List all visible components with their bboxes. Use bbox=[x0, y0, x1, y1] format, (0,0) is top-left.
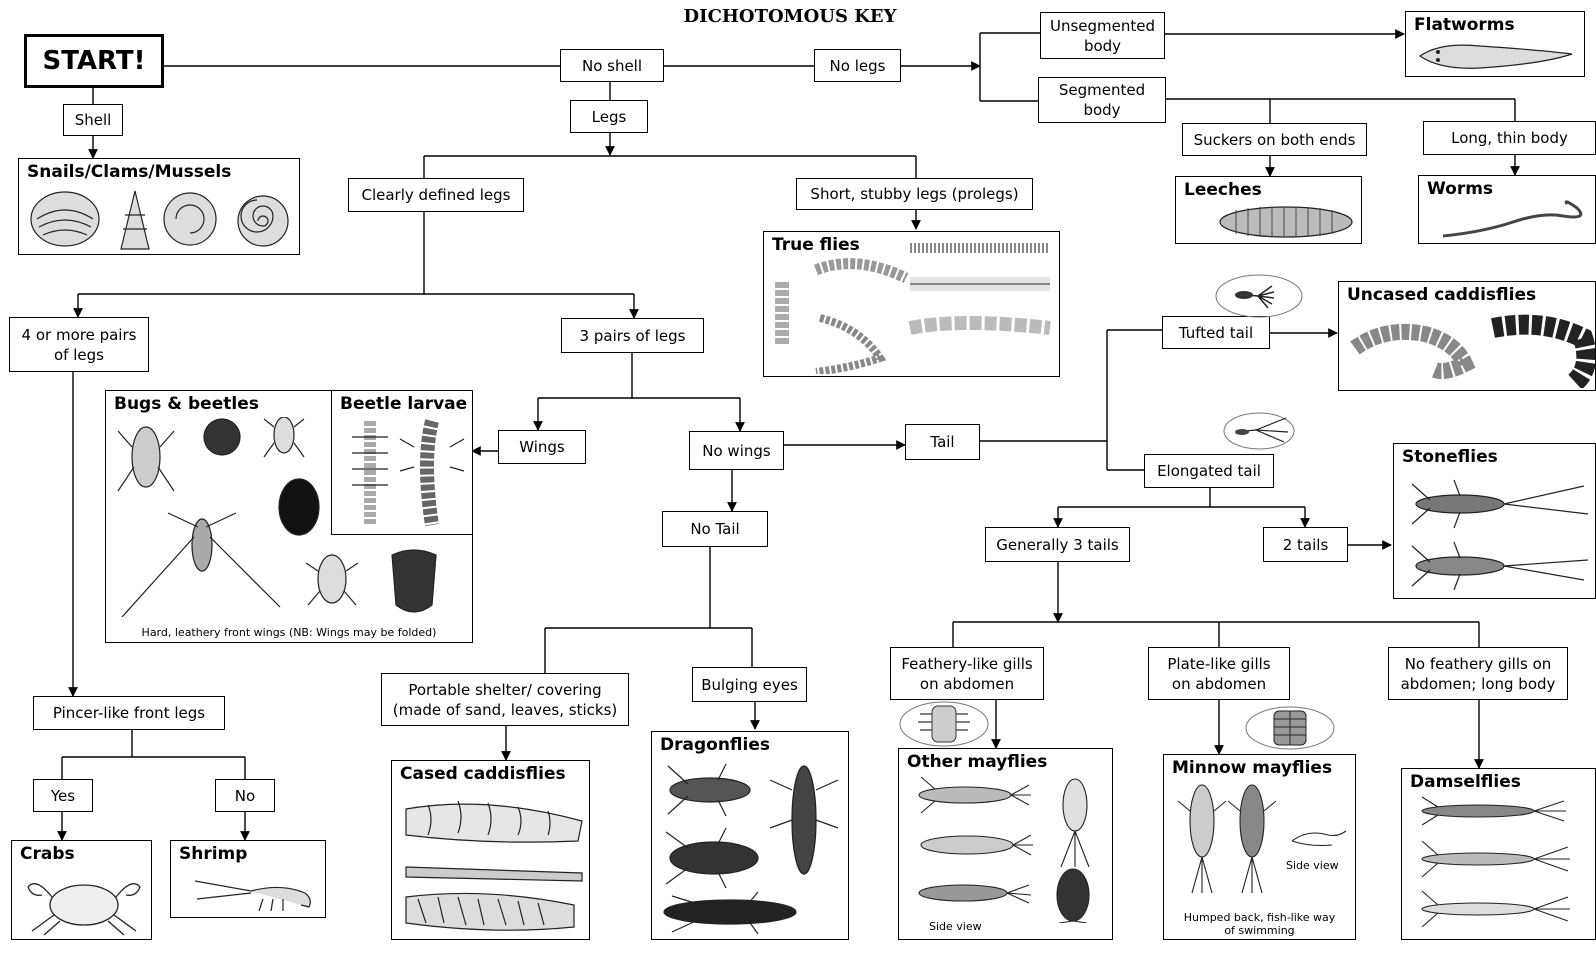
node-segmented-body: Segmented body bbox=[1038, 77, 1166, 123]
node-three-pairs-legs: 3 pairs of legs bbox=[561, 318, 704, 353]
node-bulging-eyes: Bulging eyes bbox=[692, 667, 807, 702]
beetle-icon bbox=[302, 541, 462, 621]
mayfly-nymph-icon bbox=[905, 775, 1111, 923]
group-true-flies: True flies bbox=[763, 231, 1060, 377]
group-uncased-caddisflies: Uncased caddisflies bbox=[1338, 281, 1596, 391]
group-title: Beetle larvae bbox=[340, 394, 467, 414]
node-prolegs: Short, stubby legs (prolegs) bbox=[796, 178, 1033, 210]
feathery-gills-icon bbox=[898, 700, 990, 748]
node-suckers-both-ends: Suckers on both ends bbox=[1182, 123, 1367, 156]
minnow-mayflies-note: Humped back, fish-like way of swimming bbox=[1164, 911, 1355, 937]
group-title: Bugs & beetles bbox=[114, 394, 259, 414]
plate-gills-icon bbox=[1244, 705, 1336, 751]
group-leeches: Leeches bbox=[1175, 176, 1362, 244]
dragonfly-nymph-icon bbox=[658, 760, 848, 938]
node-legs: Legs bbox=[570, 100, 648, 133]
group-shrimp: Shrimp bbox=[170, 840, 326, 918]
caddis-case-icon bbox=[398, 789, 588, 937]
snail-icon bbox=[25, 185, 295, 251]
group-minnow-mayflies: Minnow mayflies Side view Humped back, f… bbox=[1163, 754, 1356, 940]
group-damselflies: Damselflies bbox=[1401, 768, 1596, 940]
group-cased-caddisflies: Cased caddisflies bbox=[391, 760, 590, 940]
group-title: Uncased caddisflies bbox=[1347, 285, 1536, 305]
group-title: Crabs bbox=[20, 844, 75, 864]
node-clearly-defined-legs: Clearly defined legs bbox=[348, 178, 524, 212]
damselfly-nymph-icon bbox=[1408, 795, 1596, 937]
worm-icon bbox=[1439, 196, 1595, 242]
node-no: No bbox=[215, 779, 275, 812]
crab-icon bbox=[22, 871, 148, 937]
fly-larva-icon bbox=[770, 242, 1058, 374]
other-mayflies-side-view: Side view bbox=[929, 920, 982, 933]
node-long-thin-body: Long, thin body bbox=[1423, 121, 1596, 155]
group-crabs: Crabs bbox=[11, 840, 152, 940]
group-snails-clams-mussels: Snails/Clams/Mussels bbox=[18, 158, 300, 255]
minnow-mayflies-side-view: Side view bbox=[1286, 859, 1339, 872]
tufted-tail-icon bbox=[1214, 272, 1304, 320]
node-four-pairs-legs: 4 or more pairs of legs bbox=[9, 317, 149, 372]
group-beetle-larvae: Beetle larvae bbox=[331, 390, 473, 535]
group-other-mayflies: Other mayflies Side view bbox=[898, 748, 1113, 940]
group-title: Dragonflies bbox=[660, 735, 770, 755]
node-tail: Tail bbox=[905, 424, 980, 460]
group-flatworms: Flatworms bbox=[1405, 11, 1585, 77]
group-title: Shrimp bbox=[179, 844, 247, 864]
water-bug-icon bbox=[114, 417, 334, 617]
diagram-title: DICHOTOMOUS KEY bbox=[640, 6, 940, 27]
node-no-legs: No legs bbox=[814, 49, 901, 82]
node-yes: Yes bbox=[33, 779, 93, 812]
node-feathery-gills: Feathery-like gills on abdomen bbox=[890, 647, 1044, 700]
node-shell: Shell bbox=[63, 104, 123, 136]
node-wings: Wings bbox=[498, 430, 586, 464]
bugs-note: Hard, leathery front wings (NB: Wings ma… bbox=[106, 626, 472, 639]
group-title: Minnow mayflies bbox=[1172, 758, 1332, 778]
node-no-tail: No Tail bbox=[662, 511, 768, 547]
node-generally-3-tails: Generally 3 tails bbox=[985, 527, 1130, 562]
start-node: START! bbox=[24, 34, 164, 88]
node-plate-gills: Plate-like gills on abdomen bbox=[1148, 647, 1290, 700]
caddisfly-larva-icon bbox=[1345, 308, 1595, 388]
group-title: Damselflies bbox=[1410, 772, 1521, 792]
group-title: Snails/Clams/Mussels bbox=[27, 162, 231, 182]
node-no-shell: No shell bbox=[560, 49, 664, 82]
group-title: Other mayflies bbox=[907, 752, 1047, 772]
elongated-tail-icon bbox=[1222, 410, 1296, 452]
shrimp-icon bbox=[191, 869, 321, 915]
node-pincer-front-legs: Pincer-like front legs bbox=[33, 696, 225, 730]
group-worms: Worms bbox=[1418, 175, 1596, 244]
minnow-mayfly-icon bbox=[1170, 781, 1354, 901]
flatworm-icon bbox=[1416, 40, 1576, 74]
group-dragonflies: Dragonflies bbox=[651, 731, 849, 940]
group-title: Flatworms bbox=[1414, 15, 1515, 35]
stonefly-nymph-icon bbox=[1400, 470, 1596, 596]
group-title: Stoneflies bbox=[1402, 447, 1498, 467]
node-unsegmented-body: Unsegmented body bbox=[1040, 12, 1165, 59]
group-title: Leeches bbox=[1184, 180, 1262, 200]
group-title: Cased caddisflies bbox=[400, 764, 566, 784]
node-no-wings: No wings bbox=[689, 431, 784, 470]
beetle-larva-icon bbox=[340, 417, 466, 531]
node-elongated-tail: Elongated tail bbox=[1144, 454, 1274, 488]
node-tufted-tail: Tufted tail bbox=[1162, 316, 1270, 349]
group-stoneflies: Stoneflies bbox=[1393, 443, 1596, 599]
node-2-tails: 2 tails bbox=[1263, 527, 1348, 562]
node-no-feathery-gills: No feathery gills on abdomen; long body bbox=[1388, 647, 1568, 700]
leech-icon bbox=[1216, 203, 1356, 241]
node-portable-shelter: Portable shelter/ covering (made of sand… bbox=[381, 673, 629, 726]
